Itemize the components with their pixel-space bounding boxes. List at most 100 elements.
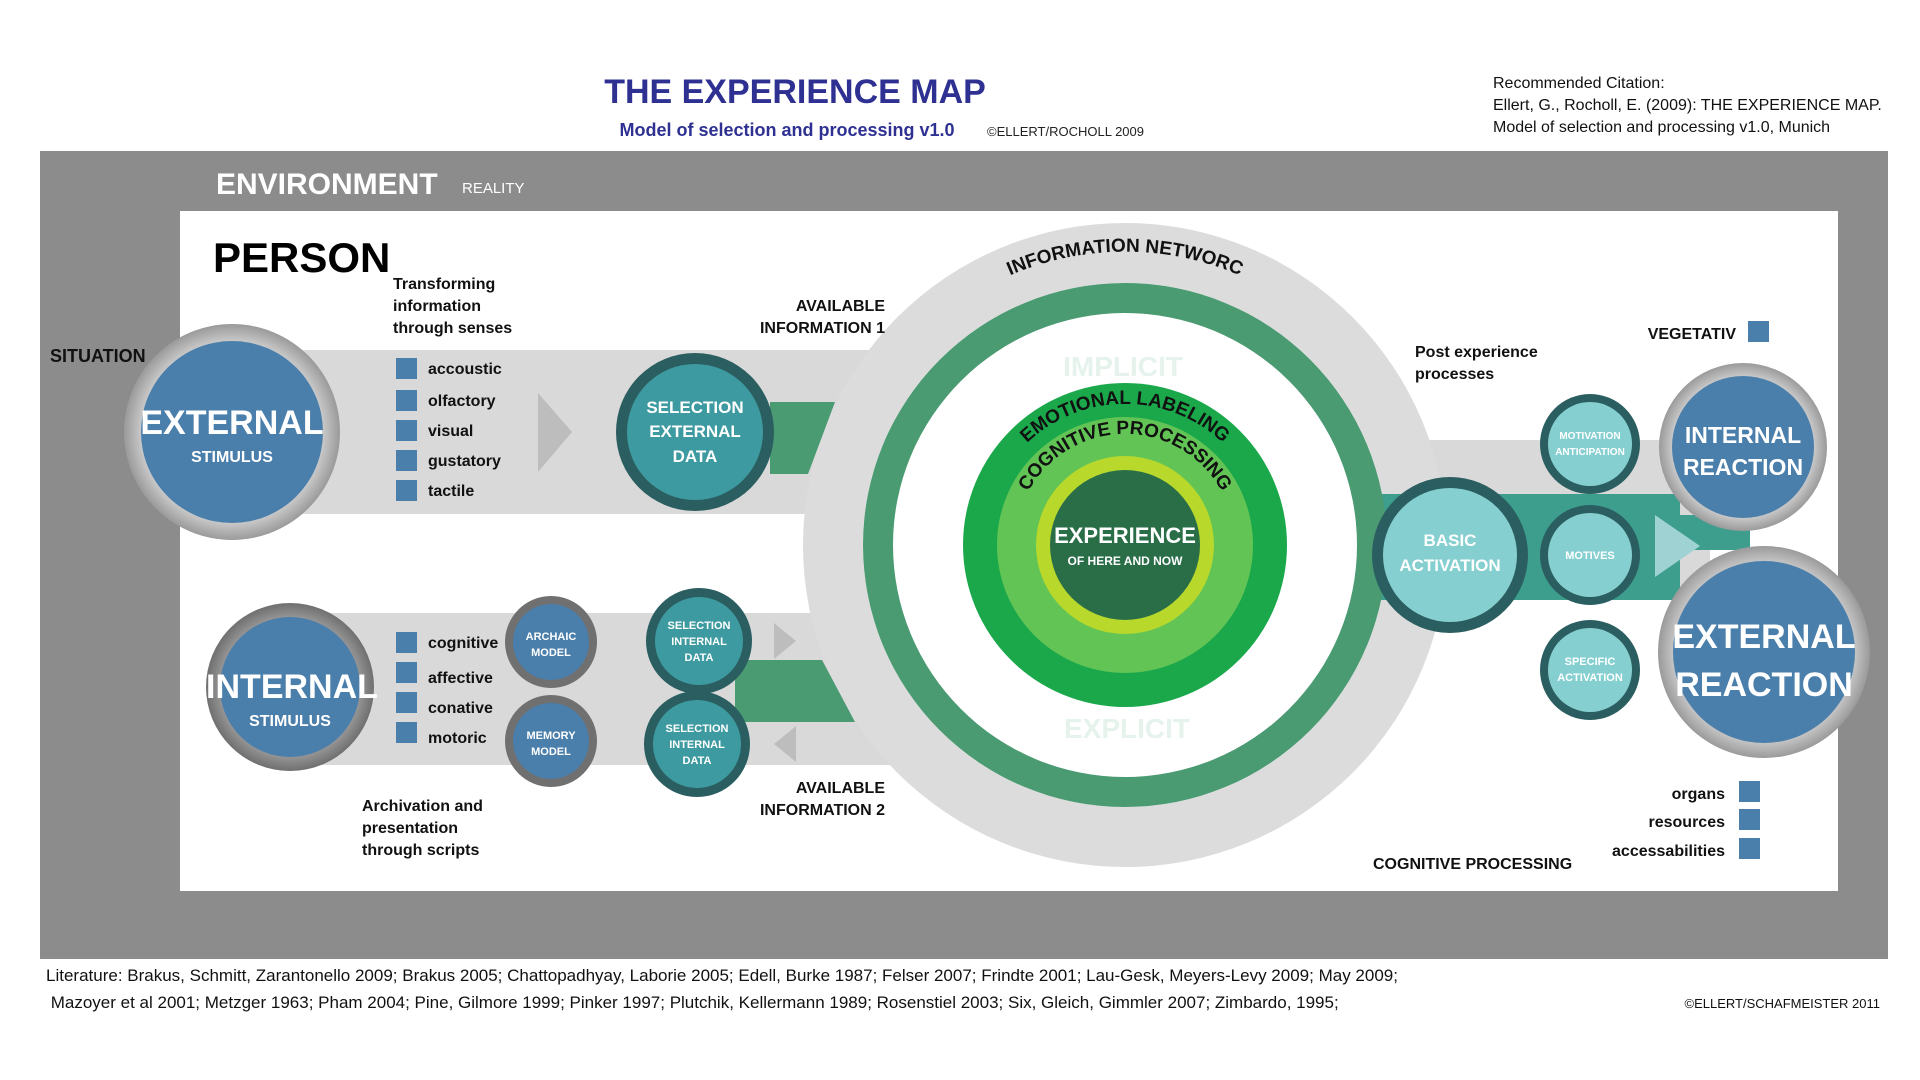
explicit-label: EXPLICIT — [1064, 713, 1190, 744]
motives-circle — [1548, 513, 1632, 597]
output-arrow-head — [1655, 515, 1700, 577]
vegetativ-marker — [1748, 321, 1769, 342]
reaction-resources: resources — [1649, 814, 1726, 831]
mode-marker — [396, 722, 417, 743]
selection-internal-1-line-1: SELECTION — [668, 620, 731, 632]
archivation-line-3: through scripts — [362, 842, 479, 859]
internal-reaction-circle — [1672, 376, 1814, 518]
reaction-marker — [1739, 809, 1760, 830]
basic-activation-line-1: BASIC — [1424, 531, 1477, 550]
motivation-circle — [1548, 402, 1632, 486]
archaic-model-line-2: MODEL — [531, 647, 571, 659]
available-2-line-1: AVAILABLE — [796, 780, 886, 797]
transforming-line-3: through senses — [393, 320, 512, 337]
internal-stimulus-title: INTERNAL — [206, 668, 378, 706]
available-2-line-2: INFORMATION 2 — [760, 802, 885, 819]
selection-external-line-2: EXTERNAL — [649, 422, 741, 441]
selection-external-circle — [627, 364, 763, 500]
footer-copyright: ©ELLERT/SCHAFMEISTER 2011 — [1685, 996, 1881, 1011]
memory-model-line-2: MODEL — [531, 746, 571, 758]
senses-arrow-icon — [538, 393, 572, 472]
post-experience-line-1: Post experience — [1415, 344, 1538, 361]
mode-marker — [396, 662, 417, 683]
basic-activation-line-2: ACTIVATION — [1399, 556, 1500, 575]
motives-label: MOTIVES — [1565, 550, 1615, 562]
sense-marker — [396, 450, 417, 471]
specific-activation-line-2: ACTIVATION — [1557, 672, 1623, 684]
internal-arrow-right-icon — [774, 623, 796, 659]
specific-activation-line-1: SPECIFIC — [1565, 656, 1616, 668]
vegetativ-label: VEGETATIV — [1648, 326, 1737, 343]
archivation-line-2: presentation — [362, 820, 458, 837]
environment-label: ENVIRONMENT — [216, 168, 438, 201]
reaction-marker — [1739, 781, 1760, 802]
selection-internal-2-line-1: SELECTION — [666, 723, 729, 735]
reaction-marker — [1739, 838, 1760, 859]
experience-core — [1050, 470, 1200, 620]
sense-accoustic: accoustic — [428, 361, 502, 378]
external-stimulus-title: EXTERNAL — [140, 404, 323, 442]
selection-internal-2-line-3: DATA — [683, 755, 712, 767]
external-stimulus-sub: STIMULUS — [191, 449, 273, 466]
selection-internal-2-line-2: INTERNAL — [669, 739, 725, 751]
selection-internal-2-circle — [653, 700, 741, 788]
selection-internal-1-line-3: DATA — [685, 652, 714, 664]
person-label: PERSON — [213, 234, 390, 281]
post-experience-line-2: processes — [1415, 366, 1494, 383]
mode-marker — [396, 692, 417, 713]
internal-stimulus-sub: STIMULUS — [249, 713, 331, 730]
specific-activation-circle — [1548, 628, 1632, 712]
sense-visual: visual — [428, 423, 473, 440]
diagram-title: THE EXPERIENCE MAP — [604, 73, 986, 111]
sense-marker — [396, 420, 417, 441]
memory-model-circle — [513, 703, 589, 779]
diagram-subtitle: Model of selection and processing v1.0 — [619, 120, 954, 140]
arrow-band-external — [770, 402, 835, 474]
external-reaction-line-1: EXTERNAL — [1672, 618, 1855, 656]
basic-activation-circle — [1383, 488, 1517, 622]
arrow-band-internal — [735, 660, 855, 722]
external-stimulus-circle — [141, 341, 323, 523]
reaction-accessabilities: accessabilities — [1612, 843, 1725, 860]
mode-motoric: motoric — [428, 730, 487, 747]
archaic-model-circle — [513, 604, 589, 680]
experience-label: EXPERIENCE — [1054, 523, 1196, 548]
mode-affective: affective — [428, 670, 493, 687]
internal-reaction-line-1: INTERNAL — [1685, 422, 1801, 448]
citation-line-2: Ellert, G., Rocholl, E. (2009): THE EXPE… — [1493, 97, 1882, 114]
internal-arrow-left-icon — [774, 726, 796, 762]
citation-line-1: Recommended Citation: — [1493, 75, 1665, 92]
mode-marker — [396, 632, 417, 653]
selection-internal-1-circle — [655, 597, 743, 685]
transforming-line-2: information — [393, 298, 481, 315]
mode-conative: conative — [428, 700, 493, 717]
archaic-model-line-1: ARCHAIC — [526, 631, 577, 643]
sense-tactile: tactile — [428, 483, 474, 500]
available-1-line-1: AVAILABLE — [796, 298, 886, 315]
motivation-line-1: MOTIVATION — [1559, 431, 1620, 442]
sense-olfactory: olfactory — [428, 393, 496, 410]
sense-marker — [396, 480, 417, 501]
experience-sublabel: OF HERE AND NOW — [1068, 554, 1184, 568]
memory-model-line-1: MEMORY — [526, 730, 576, 742]
selection-external-line-3: DATA — [673, 447, 718, 466]
external-reaction-circle — [1673, 561, 1855, 743]
reaction-organs: organs — [1672, 786, 1725, 803]
header-copyright: ©ELLERT/ROCHOLL 2009 — [987, 124, 1144, 139]
sense-marker — [396, 390, 417, 411]
environment-sublabel: REALITY — [462, 180, 525, 197]
literature-line-2: Mazoyer et al 2001; Metzger 1963; Pham 2… — [46, 993, 1339, 1012]
external-reaction-line-2: REACTION — [1675, 666, 1853, 704]
selection-internal-1-line-2: INTERNAL — [671, 636, 727, 648]
transforming-line-1: Transforming — [393, 276, 495, 293]
cognitive-processing-bottom-label: COGNITIVE PROCESSING — [1373, 856, 1572, 873]
available-1-line-2: INFORMATION 1 — [760, 320, 885, 337]
literature-line-1: Literature: Brakus, Schmitt, Zarantonell… — [46, 966, 1398, 985]
archivation-line-1: Archivation and — [362, 798, 483, 815]
sense-marker — [396, 358, 417, 379]
implicit-label: IMPLICIT — [1063, 351, 1183, 382]
sense-gustatory: gustatory — [428, 453, 501, 470]
internal-reaction-line-2: REACTION — [1683, 454, 1803, 480]
citation-line-3: Model of selection and processing v1.0, … — [1493, 119, 1830, 136]
